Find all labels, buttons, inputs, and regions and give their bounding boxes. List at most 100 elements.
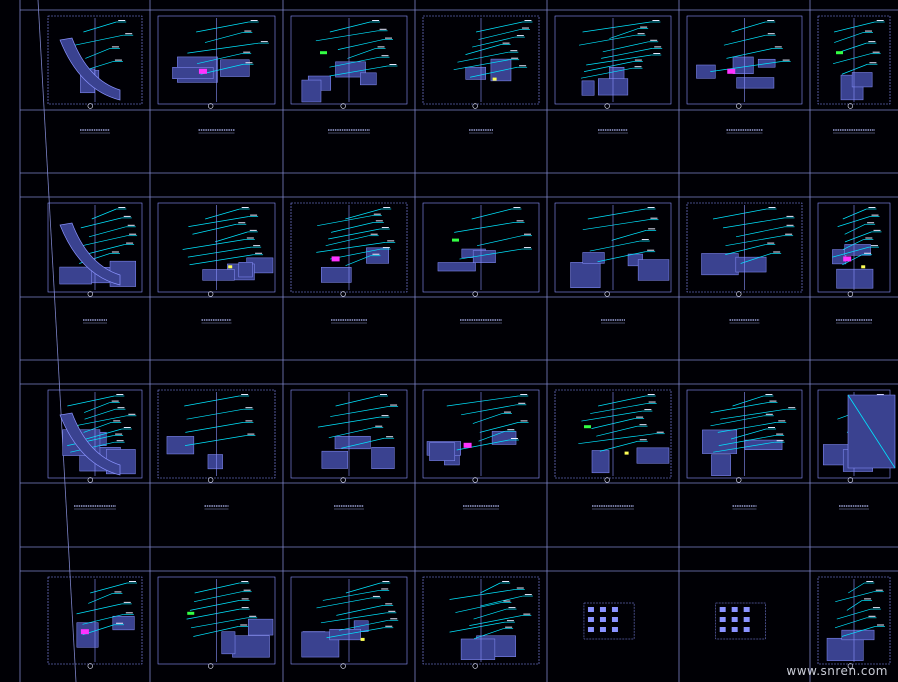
leader-line — [82, 613, 124, 625]
leader-line — [188, 216, 249, 227]
hatched-wall — [826, 637, 864, 661]
highlight-mark — [331, 256, 340, 262]
hatched-wall — [735, 256, 767, 273]
leader-line — [471, 208, 512, 220]
highlight-mark — [584, 425, 591, 429]
detail-frame — [422, 15, 540, 105]
leader-line — [601, 48, 653, 59]
plan-block-item — [743, 617, 750, 622]
leader-line — [611, 230, 647, 241]
section-marker — [847, 477, 854, 483]
leader-line — [194, 582, 240, 594]
leader-line — [457, 51, 509, 63]
leader-line — [842, 239, 864, 250]
section-marker — [736, 103, 742, 109]
hatched-wall — [582, 252, 605, 264]
hatched-wall — [637, 259, 670, 281]
leader-line — [328, 228, 380, 240]
section-marker — [472, 103, 478, 109]
hatched-wall — [702, 429, 738, 454]
leader-line — [330, 222, 374, 233]
detail-frame — [554, 389, 672, 479]
leader-line — [476, 235, 523, 247]
plan-block-item — [743, 627, 750, 632]
leader-line — [325, 235, 369, 247]
hatched-wall — [465, 66, 486, 80]
hatched-wall — [172, 67, 214, 79]
section-marker — [472, 477, 478, 483]
leader-line — [710, 402, 768, 413]
leader-line — [717, 422, 777, 433]
detail-frame — [290, 389, 408, 479]
leader-line — [578, 433, 655, 445]
hatched-wall — [437, 262, 476, 272]
leader-line — [599, 440, 638, 452]
leader-line — [844, 223, 866, 235]
leader-line — [83, 422, 112, 433]
leader-line — [730, 428, 767, 440]
leader-line — [710, 61, 781, 72]
leader-line — [316, 242, 386, 253]
plan-block-item — [599, 617, 606, 622]
plan-block-item — [599, 627, 606, 632]
leader-line — [85, 48, 111, 59]
leader-line — [453, 59, 510, 71]
leader-line — [455, 602, 502, 613]
highlight-mark — [80, 629, 89, 635]
leader-line — [326, 627, 384, 639]
hatched-wall — [460, 638, 496, 660]
detail-frame — [686, 202, 803, 293]
leader-line — [185, 422, 244, 433]
leader-line — [454, 222, 515, 233]
leader-line — [465, 44, 501, 55]
leader-line — [461, 404, 517, 416]
leader-line — [76, 603, 122, 615]
leader-line — [187, 42, 259, 54]
detail-frame — [157, 389, 276, 479]
hatched-wall — [711, 454, 731, 476]
leader-line — [834, 617, 867, 629]
leader-line — [189, 600, 240, 611]
section-marker — [847, 291, 854, 297]
leader-line — [580, 67, 633, 79]
leader-line — [335, 395, 379, 407]
leader-line — [722, 217, 785, 229]
detail-frame — [157, 15, 276, 105]
hatched-wall — [841, 629, 875, 641]
hatched-wall — [321, 450, 348, 469]
section-marker — [604, 103, 610, 109]
leader-line — [582, 21, 651, 33]
highlight-mark — [861, 265, 866, 269]
leader-line — [832, 246, 870, 258]
leader-line — [204, 32, 243, 43]
leader-line — [316, 597, 371, 609]
leader-line — [193, 591, 242, 603]
hatched-wall — [202, 269, 235, 281]
plan-block-item — [731, 617, 738, 622]
leader-line — [841, 63, 868, 75]
plan-block-frame — [715, 602, 766, 640]
hatched-wall — [591, 450, 610, 474]
leader-line — [735, 226, 785, 238]
curved-slope-section — [59, 412, 121, 476]
highlight-mark — [836, 51, 843, 55]
hatched-wall — [166, 436, 195, 455]
detail-frame — [157, 576, 276, 665]
detail-frame — [554, 202, 672, 293]
leader-line — [473, 608, 507, 620]
hatched-wall — [736, 77, 775, 89]
detail-frame — [817, 15, 891, 105]
hatched-wall — [207, 454, 223, 470]
leader-line — [84, 402, 110, 413]
leader-line — [469, 615, 522, 626]
leader-line — [88, 593, 113, 604]
hatched-wall — [851, 72, 873, 88]
leader-line — [712, 208, 767, 220]
highlight-mark — [360, 637, 365, 641]
detail-frame — [817, 202, 891, 293]
detail-frame — [47, 576, 143, 665]
leader-line — [480, 595, 523, 607]
hatched-wall — [112, 615, 135, 631]
